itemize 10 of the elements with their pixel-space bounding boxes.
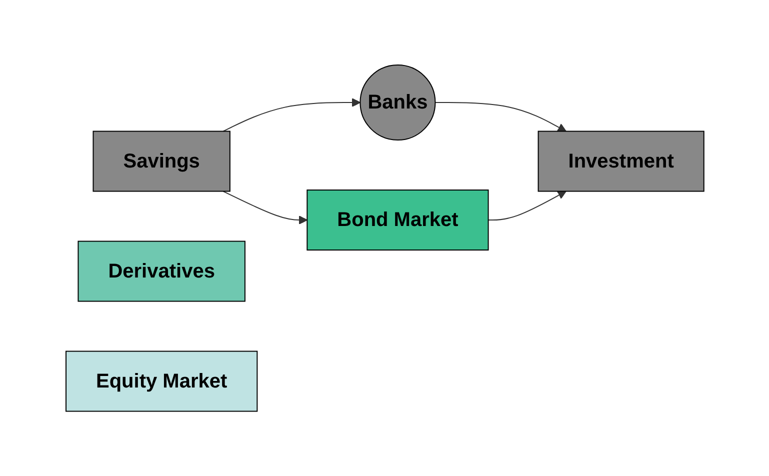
node-box: Savings [92, 130, 230, 192]
node-box: Derivatives [77, 240, 246, 302]
arrow [222, 190, 308, 224]
node-box: Bond Market [306, 189, 488, 250]
node-circle: Banks [359, 64, 436, 140]
arrow [487, 190, 566, 220]
node-box: Equity Market [65, 350, 258, 412]
arrow [434, 102, 566, 132]
arrow [222, 98, 360, 132]
node-box: Investment [537, 130, 704, 192]
